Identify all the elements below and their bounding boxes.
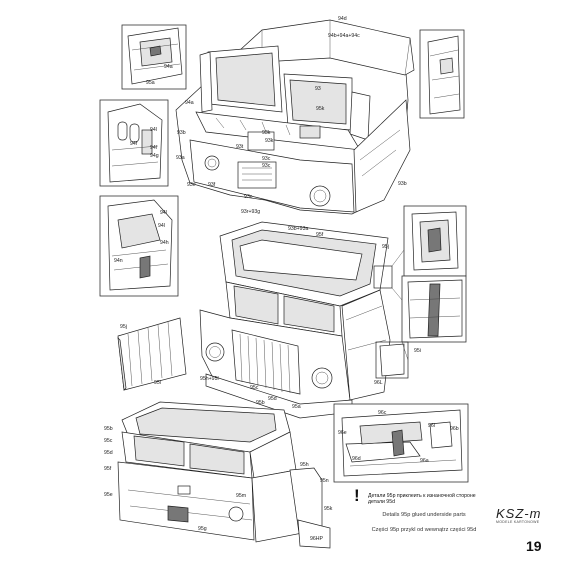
bottom-cab-drawing <box>117 401 331 549</box>
callout-label: 93b <box>398 181 407 187</box>
inset-mid-left-1 <box>99 99 169 187</box>
callout-label: 93e <box>187 182 196 188</box>
inset-top-left <box>121 24 187 90</box>
callout-label: 95c <box>250 385 259 391</box>
callout-label: 94a <box>164 64 173 70</box>
callout-label: 96e <box>338 430 347 436</box>
assembly-note-english: Details 95p glued underside parts <box>382 512 466 518</box>
publisher-logo: KSZ-m MODELE KARTONOWE <box>496 506 546 524</box>
callout-label: 94l <box>150 145 157 151</box>
callout-label: 96HP <box>310 536 324 542</box>
callout-label: 93 <box>315 86 321 92</box>
callout-label: 93c <box>244 194 253 200</box>
callout-label: 93a <box>176 155 185 161</box>
callout-label: 94a <box>185 100 194 106</box>
callout-label: 93b <box>177 130 186 136</box>
callouts-top-assembly: 94d 94b+94a+94c 94a 93 95k 93b 93k 93k 9… <box>176 16 407 215</box>
callout-label: 96c <box>378 410 387 416</box>
callout-label: 93r+93g <box>241 209 260 215</box>
callout-label: 95b <box>256 400 265 406</box>
callout-label: 95j <box>382 244 389 250</box>
warning-mark: ! <box>354 486 360 505</box>
page-number: 19 <box>526 538 542 554</box>
callout-label: 93c <box>262 156 271 162</box>
callout-label: 94g <box>150 153 159 159</box>
callout-label: 93k <box>262 130 271 136</box>
inset-mid-left-2 <box>99 195 179 297</box>
callout-label: 93f <box>208 182 216 188</box>
callout-label: 95f <box>104 466 112 472</box>
callout-label: 95f <box>316 232 324 238</box>
callouts-insets: 95a 94a 94l 94l 94g 94f 94l 94l 94h 94n <box>114 64 173 264</box>
inset-bottom-right <box>333 403 469 483</box>
callout-label: 93k <box>265 138 274 144</box>
callout-label: 93c <box>262 163 271 169</box>
callouts-bottom-assembly: 95b 95c 95d 95f 95e 95h 95n 95m 95k 95g … <box>104 426 333 542</box>
logo-subtitle: MODELE KARTONOWE <box>496 520 540 524</box>
callout-label: 95d <box>268 396 277 402</box>
callout-label: 95d <box>104 450 113 456</box>
callout-label: 96L <box>374 380 383 386</box>
inset-top-right <box>419 29 465 119</box>
callout-label: 95b <box>104 426 113 432</box>
callout-label: 95h <box>300 462 309 468</box>
top-cab-interior-drawing <box>175 19 415 215</box>
callout-label: 95h+95l <box>200 376 219 382</box>
callout-label: 95a <box>146 80 155 86</box>
callout-label: 96d <box>352 456 361 462</box>
callout-label: 94f <box>130 141 138 147</box>
assembly-note-russian: Детали 95p приклеить к изнаночной сторон… <box>368 493 476 506</box>
callout-label: 95k <box>324 506 333 512</box>
callout-label: 94l <box>160 210 167 216</box>
callout-label: 95m <box>236 493 246 499</box>
callout-label: 96b <box>450 426 459 432</box>
grille-part-drawing <box>117 317 187 391</box>
callout-label: 93t <box>236 144 244 150</box>
callout-label: 94l <box>150 127 157 133</box>
callout-label: 95e <box>104 492 113 498</box>
detail-zoom-boxes <box>373 205 467 379</box>
assembly-note-polish: Części 95p przykl od wewnątrz części 95d <box>371 527 477 533</box>
callout-label: 95j <box>120 324 127 330</box>
callout-label: 95l <box>154 380 161 386</box>
callout-label: 94l <box>158 223 165 229</box>
callout-label: 95g <box>198 526 207 532</box>
callouts-bottom-inset: 96c 96e 96b 96l 96d 96a <box>338 410 459 464</box>
middle-cab-drawing <box>199 221 391 419</box>
callout-label: 94h <box>160 240 169 246</box>
callout-label: 95k <box>316 106 325 112</box>
callout-label: 95i <box>414 348 421 354</box>
callout-label: 95c <box>104 438 113 444</box>
callout-label: 94n <box>114 258 123 264</box>
callout-label: 95a <box>292 404 301 410</box>
callout-label: 96l <box>428 423 435 429</box>
callout-label: 96a <box>420 458 429 464</box>
callout-label: 94d <box>338 16 347 22</box>
callouts-middle-assembly: 93b+93a 95f 95j 95i 95h+95l 95c 95b 95a … <box>120 226 421 410</box>
callout-label: 93b+93a <box>288 226 308 232</box>
callout-label: 95n <box>320 478 329 484</box>
callout-label: 94b+94a+94c <box>328 33 360 39</box>
logo-text: KSZ-m <box>496 506 542 521</box>
